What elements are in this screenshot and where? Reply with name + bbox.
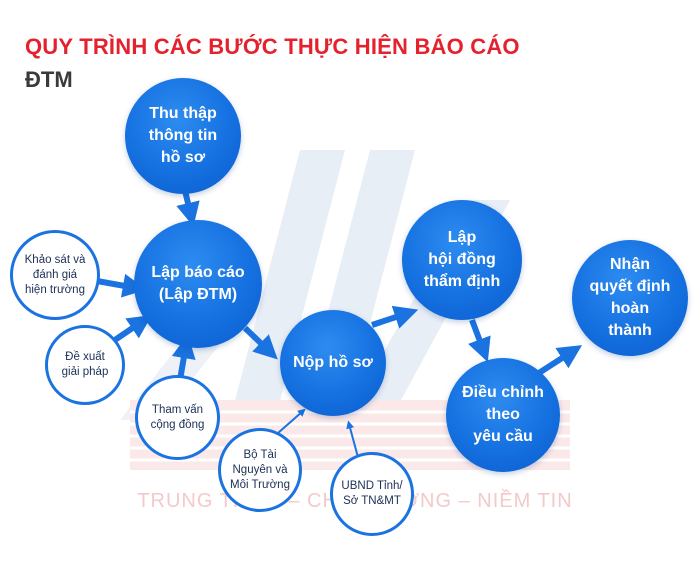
- step-dieu-chinh: Điều chỉnh theo yêu cầu: [446, 358, 560, 472]
- input-khao-sat: Khảo sát và đánh giá hiện trường: [10, 230, 100, 320]
- step-lap-bao-cao: Lập báo cáo (Lập ĐTM): [134, 220, 262, 348]
- step-nop-ho-so: Nộp hồ sơ: [280, 310, 386, 416]
- input-de-xuat: Đề xuất giải pháp: [45, 325, 125, 405]
- input-label: Đề xuất giải pháp: [61, 351, 109, 378]
- arrow-tham-van-to-lap-bao-cao: [171, 334, 196, 381]
- input-label: UBND Tỉnh/ Sở TN&MT: [341, 480, 403, 507]
- diagram-subtitle: ĐTM: [25, 67, 73, 92]
- input-tham-van: Tham vấn cộng đồng: [135, 375, 220, 460]
- arrow-bo-tai-nguyen-to-nop-ho-so: [277, 408, 306, 434]
- step-label: Nhận quyết định hoàn thành: [589, 256, 671, 339]
- step-thu-thap-thong-tin: Thu thập thông tin hồ sơ: [125, 78, 241, 194]
- input-label: Tham vấn cộng đồng: [150, 403, 205, 431]
- arrow-lap-bao-cao-to-nop-ho-so: [242, 325, 278, 360]
- step-nhan-quyet-dinh: Nhận quyết định hoàn thành: [572, 240, 688, 356]
- step-label: Điều chỉnh theo yêu cầu: [462, 384, 544, 445]
- step-label: Thu thập thông tin hồ sơ: [148, 105, 218, 166]
- input-label: Bộ Tài Nguyên và Môi Trường: [230, 448, 290, 491]
- arrow-nop-ho-so-to-lap-hoi-dong: [371, 305, 419, 329]
- input-label: Khảo sát và đánh giá hiện trường: [24, 253, 86, 296]
- step-label: Lập báo cáo (Lập ĐTM): [151, 264, 245, 303]
- arrow-khao-sat-to-lap-bao-cao: [96, 273, 147, 298]
- step-lap-hoi-dong: Lập hội đồng thẩm định: [402, 200, 522, 320]
- step-label: Lập hội đồng thẩm định: [423, 229, 501, 290]
- input-bo-tai-nguyen: Bộ Tài Nguyên và Môi Trường: [218, 428, 302, 512]
- step-label: Nộp hồ sơ: [293, 354, 373, 371]
- arrow-lap-hoi-dong-to-dieu-chinh: [468, 318, 491, 363]
- diagram-title: QUY TRÌNH CÁC BƯỚC THỰC HIỆN BÁO CÁO: [25, 34, 520, 59]
- input-ubnd: UBND Tỉnh/ Sở TN&MT: [330, 452, 414, 536]
